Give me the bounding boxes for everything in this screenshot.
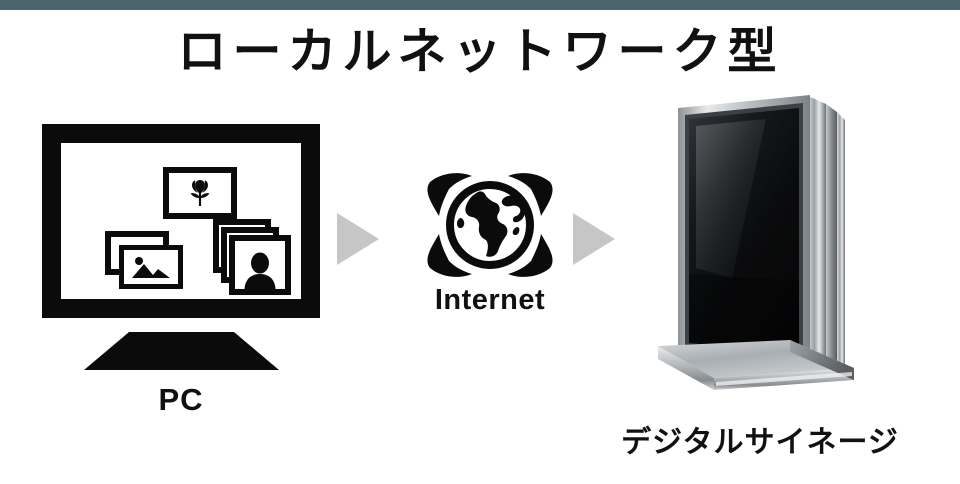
page-title: ローカルネットワーク型 [177,25,783,79]
node-label-pc: PC [158,382,204,417]
node-signage [640,82,870,392]
digital-signage-kiosk-icon [658,95,854,390]
node-label-signage: デジタルサイネージ [621,426,899,459]
tulip-photo-icon [163,167,237,219]
flow-arrow-internet-to-signage [573,213,615,265]
monitor-stand [84,332,279,370]
node-pc: PC [42,124,322,417]
node-internet: Internet [410,170,570,330]
top-accent-bar [0,0,960,10]
landscape-photo-stack-icon [105,231,183,289]
flow-arrow-pc-to-internet [337,213,379,265]
desktop-monitor-icon [42,124,320,318]
globe-network-icon [427,173,553,277]
monitor-screen [61,143,301,299]
portrait-photo-stack-icon [213,219,293,295]
photo-front-frame [229,235,291,295]
photo-front-frame [119,245,183,289]
node-label-internet: Internet [434,284,546,316]
